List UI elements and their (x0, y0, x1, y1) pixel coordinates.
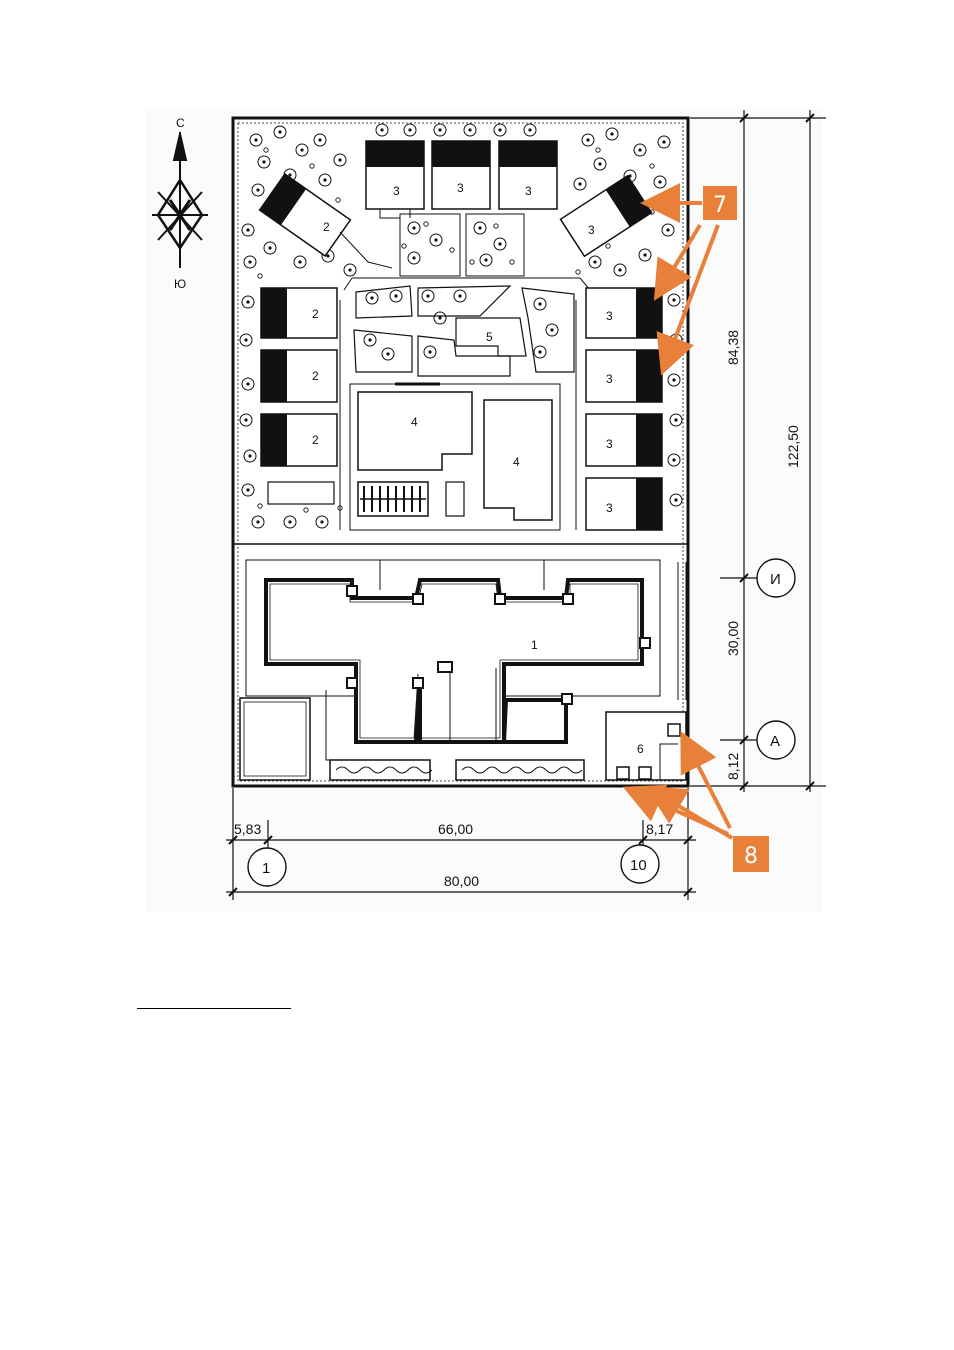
grid-axis-markers (247, 558, 796, 887)
zone-3-label: 3 (525, 184, 532, 198)
zone-4-area (357, 391, 553, 521)
zone-1-label: 1 (531, 638, 538, 652)
paths-north (343, 209, 591, 291)
zone-2-label: 2 (312, 369, 319, 383)
playground-equipment (357, 481, 465, 517)
dim-height-top: 84,38 (725, 330, 741, 365)
compass-icon (152, 132, 208, 268)
callout-7-arrows (640, 183, 720, 376)
site-boundary-inner (237, 122, 684, 782)
zone-3-label: 3 (457, 181, 464, 195)
dim-width-right: 8,17 (646, 821, 673, 837)
compass-north-label: С (176, 116, 185, 130)
parking-lot (239, 697, 311, 781)
building-2-diagonal (258, 172, 352, 258)
dim-width-mid: 66,00 (438, 821, 473, 837)
axis-1-label: 1 (262, 860, 270, 877)
dimension-lines (226, 110, 826, 900)
zone-3-label: 3 (606, 372, 613, 386)
footnote-rule (137, 1008, 291, 1009)
zone-5-plaza (353, 285, 575, 377)
dim-width-total: 80,00 (444, 873, 479, 889)
parking-lot-inner (243, 701, 307, 777)
building-3-row (585, 287, 663, 531)
zone-3-label: 3 (606, 501, 613, 515)
zone-3-label: 3 (393, 184, 400, 198)
callout-7-label: 7 (713, 193, 727, 218)
hedge-row (329, 759, 585, 781)
zone-6-yard (605, 711, 687, 781)
building-2-row (260, 287, 338, 467)
callout-8-box (733, 836, 769, 872)
callout-8-label: 8 (744, 844, 758, 869)
zone-2-label: 2 (323, 220, 330, 234)
zone-4-label: 4 (513, 455, 520, 469)
zone-2-label: 2 (312, 433, 319, 447)
building-1-entrances (346, 585, 651, 705)
zone-3-label: 3 (606, 437, 613, 451)
zone-5-label: 5 (486, 330, 493, 344)
axis-a-label: А (770, 733, 780, 750)
axis-10-label: 10 (630, 857, 647, 874)
zone-3-label: 3 (588, 223, 595, 237)
zone-6-label: 6 (637, 742, 644, 756)
bench (267, 481, 335, 505)
dim-width-left: 5,83 (234, 821, 261, 837)
callout-8-arrows (622, 730, 734, 840)
path (339, 231, 393, 269)
zone-2-label: 2 (312, 307, 319, 321)
dim-height-bottom: 8,12 (725, 753, 741, 780)
callout-7-box (703, 186, 737, 220)
dim-height-total: 122,50 (785, 425, 801, 468)
dim-height-mid: 30,00 (725, 621, 741, 656)
compass-south-label: Ю (174, 277, 186, 291)
zone-3-label: 3 (606, 309, 613, 323)
building-3-top (365, 140, 558, 210)
paths-zone-4 (339, 300, 577, 531)
zone-4-label: 4 (411, 415, 418, 429)
axis-i-label: И (770, 571, 781, 588)
